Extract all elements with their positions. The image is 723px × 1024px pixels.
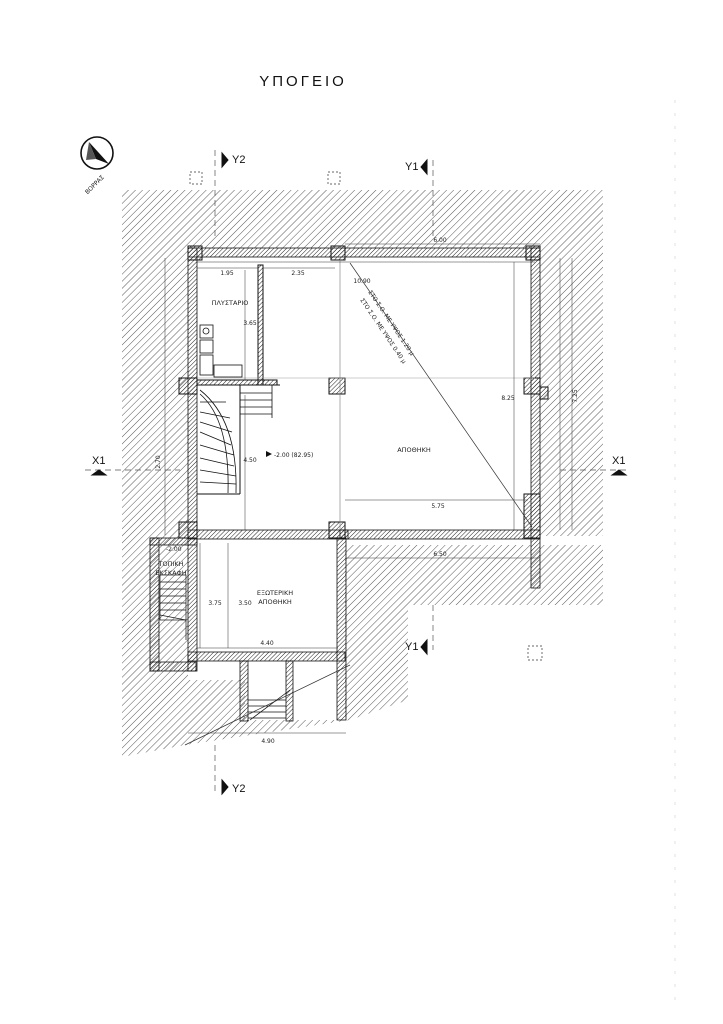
dim-left-side: 2.70 xyxy=(155,455,162,469)
section-x1-right: X1 xyxy=(612,455,625,467)
section-y2-bottom: Y2 xyxy=(232,783,245,795)
section-y1-top: Y1 xyxy=(405,161,418,173)
main-staircase xyxy=(199,385,273,494)
room-label-apothiki: ΑΠΟΘΗΚΗ xyxy=(397,446,431,454)
room-label-exoteriki: ΕΞΩΤΕΡΙΚΗ xyxy=(257,589,293,597)
bottom-stair xyxy=(248,689,291,721)
level-markers: -2.00 (82.95) -2.00 xyxy=(166,451,313,553)
excavation-stair xyxy=(159,574,187,640)
interior-walls xyxy=(196,260,535,530)
room-label-ekskafi: ΕΚΣΚΑΦΗ xyxy=(155,569,186,577)
columns xyxy=(178,245,549,539)
north-arrow-icon xyxy=(80,136,114,170)
dim-4-90: 4.90 xyxy=(261,738,275,745)
section-y2-top: Y2 xyxy=(232,154,245,166)
dim-5-75: 5.75 xyxy=(431,503,445,510)
dim-4-50: 4.50 xyxy=(243,457,257,464)
room-label-plystario: ΠΛΥΣΤΑΡΙΟ xyxy=(212,299,249,307)
laundry-fixtures xyxy=(199,324,243,378)
section-y1-bottom: Y1 xyxy=(405,641,418,653)
room-label-exoteriki-apothiki: ΑΠΟΘΗΚΗ xyxy=(258,598,292,606)
plan-title: ΥΠΟΓΕΙΟ xyxy=(259,73,347,90)
room-label-topiki: ΤΟΠΙΚΗ xyxy=(157,560,183,568)
building-walls xyxy=(149,247,541,722)
dim-6-00: 6.00 xyxy=(433,237,447,244)
level-stair: -2.00 xyxy=(166,546,182,553)
bottom-diagonal-line xyxy=(184,664,351,746)
dimension-texts: 1.95 2.35 6.00 10.90 3.65 8.25 4.50 5.75… xyxy=(155,237,579,745)
dim-8-25: 8.25 xyxy=(501,395,515,402)
diagonal-line xyxy=(349,262,533,528)
level-arrow-icon xyxy=(266,451,272,457)
north-label: ΒΟΡΡΑΣ xyxy=(84,174,106,196)
level-main: -2.00 (82.95) xyxy=(274,452,313,459)
dim-2-35: 2.35 xyxy=(291,270,305,277)
dimension-lines xyxy=(164,243,573,734)
section-arrow-icons xyxy=(90,151,628,796)
dim-4-40: 4.40 xyxy=(260,640,274,647)
dim-right-side: 7.25 xyxy=(572,389,579,403)
reference-markers xyxy=(189,171,543,661)
ground-hatch xyxy=(122,190,603,757)
dim-3-65: 3.65 xyxy=(243,320,257,327)
dim-1-95: 1.95 xyxy=(220,270,234,277)
section-x1-left: X1 xyxy=(92,455,105,467)
section-lines xyxy=(85,150,630,795)
dim-10-90: 10.90 xyxy=(353,278,370,285)
dim-3-50: 3.50 xyxy=(238,600,252,607)
dim-6-50: 6.50 xyxy=(433,551,447,558)
dim-3-75: 3.75 xyxy=(208,600,222,607)
